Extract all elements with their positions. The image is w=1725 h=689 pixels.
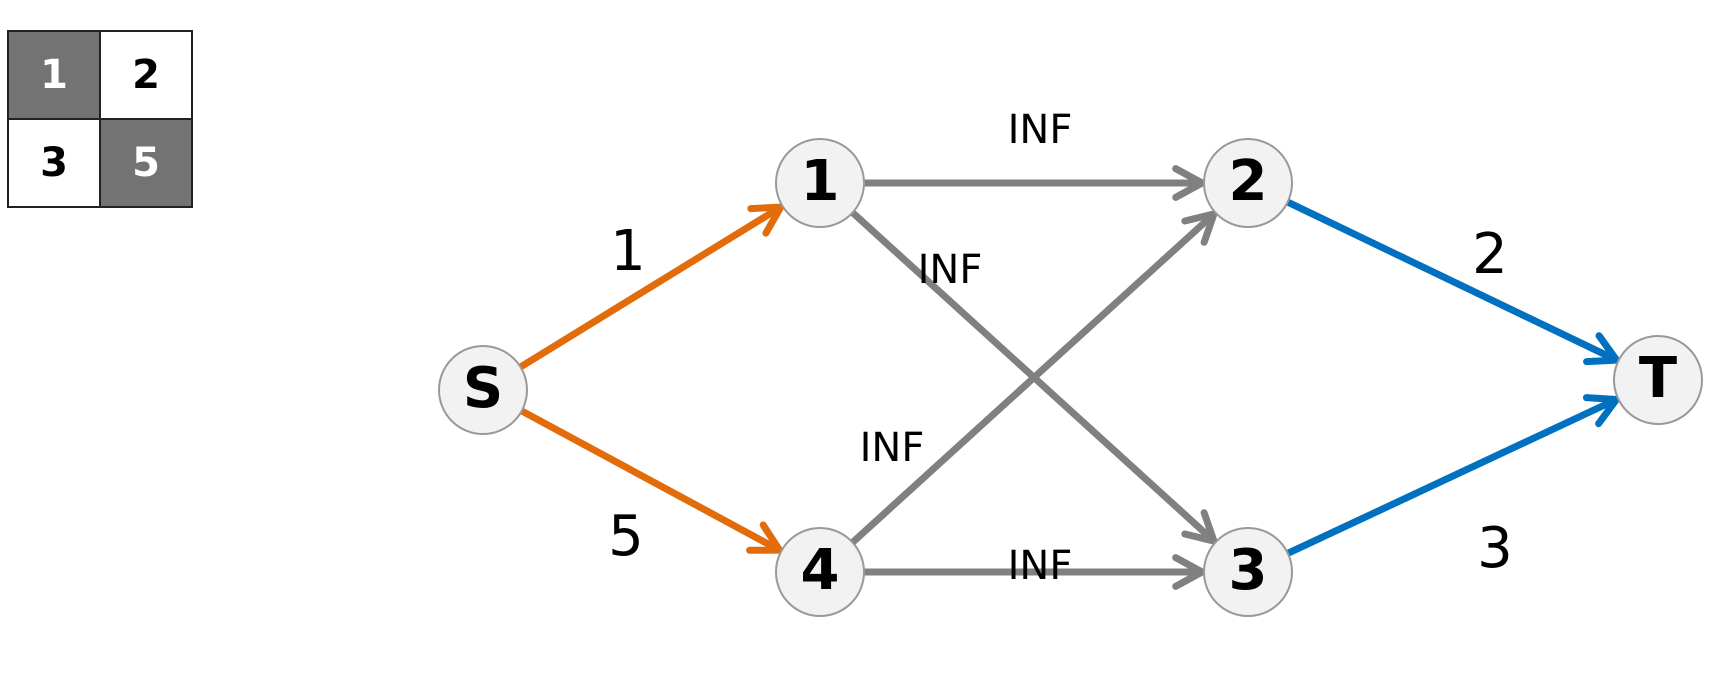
nodes-layer: S 1 4 2 3 T bbox=[438, 138, 1703, 617]
node-circle bbox=[775, 138, 865, 228]
node-label: 1 bbox=[801, 149, 840, 214]
edge-4-3 bbox=[860, 554, 1206, 590]
node-1: 1 bbox=[775, 138, 865, 228]
edge-3-T bbox=[1284, 394, 1620, 557]
node-T: T bbox=[1613, 335, 1703, 425]
node-circle bbox=[775, 527, 865, 617]
node-label: S bbox=[463, 356, 503, 421]
edge-label-S-4: 5 bbox=[608, 504, 644, 569]
capacity-grid: 1 2 3 5 bbox=[7, 30, 193, 208]
edge-line bbox=[849, 210, 1218, 546]
node-circle bbox=[1203, 138, 1293, 228]
grid-cell: 2 bbox=[99, 30, 193, 120]
node-circle bbox=[438, 345, 528, 435]
edge-label-S-1: 1 bbox=[610, 219, 646, 284]
edge-label-4-3: INF bbox=[1008, 543, 1073, 589]
edge-line bbox=[518, 407, 784, 554]
grid-cell: 5 bbox=[99, 118, 193, 208]
node-3: 3 bbox=[1203, 527, 1293, 617]
arrowhead-icon bbox=[746, 521, 784, 554]
edge-1-2 bbox=[860, 165, 1206, 201]
arrowhead-icon bbox=[1172, 554, 1206, 590]
edge-label-4-2: INF bbox=[860, 425, 925, 471]
arrowhead-icon bbox=[747, 203, 785, 237]
edge-line bbox=[1284, 396, 1620, 557]
grid-row: 1 2 bbox=[7, 30, 193, 120]
edge-label-1-3: INF bbox=[918, 247, 983, 293]
node-4: 4 bbox=[775, 527, 865, 617]
node-2: 2 bbox=[1203, 138, 1293, 228]
grid-cell: 1 bbox=[7, 30, 101, 120]
edge-4-2 bbox=[849, 210, 1218, 546]
node-label: T bbox=[1639, 346, 1677, 411]
edge-line bbox=[516, 203, 785, 371]
arrowhead-icon bbox=[1181, 509, 1218, 545]
node-label: 3 bbox=[1229, 538, 1268, 603]
grid-cell: 3 bbox=[7, 118, 101, 208]
arrowhead-icon bbox=[1583, 332, 1621, 366]
edge-2-T bbox=[1284, 198, 1621, 366]
arrowhead-icon bbox=[1582, 394, 1620, 428]
edges-layer bbox=[516, 165, 1621, 590]
node-label: 4 bbox=[801, 538, 840, 603]
node-label: 2 bbox=[1229, 149, 1268, 214]
node-S: S bbox=[438, 345, 528, 435]
node-circle bbox=[1203, 527, 1293, 617]
grid-row: 3 5 bbox=[7, 118, 193, 208]
edge-label-1-2: INF bbox=[1008, 107, 1073, 153]
edge-S-1 bbox=[516, 203, 785, 371]
edge-line bbox=[1284, 198, 1621, 364]
node-circle bbox=[1613, 335, 1703, 425]
edge-label-2-T: 2 bbox=[1472, 222, 1508, 287]
edge-label-3-T: 3 bbox=[1477, 516, 1513, 581]
edge-S-4 bbox=[518, 407, 784, 554]
arrowhead-icon bbox=[1181, 210, 1218, 246]
arrowhead-icon bbox=[1172, 165, 1206, 201]
